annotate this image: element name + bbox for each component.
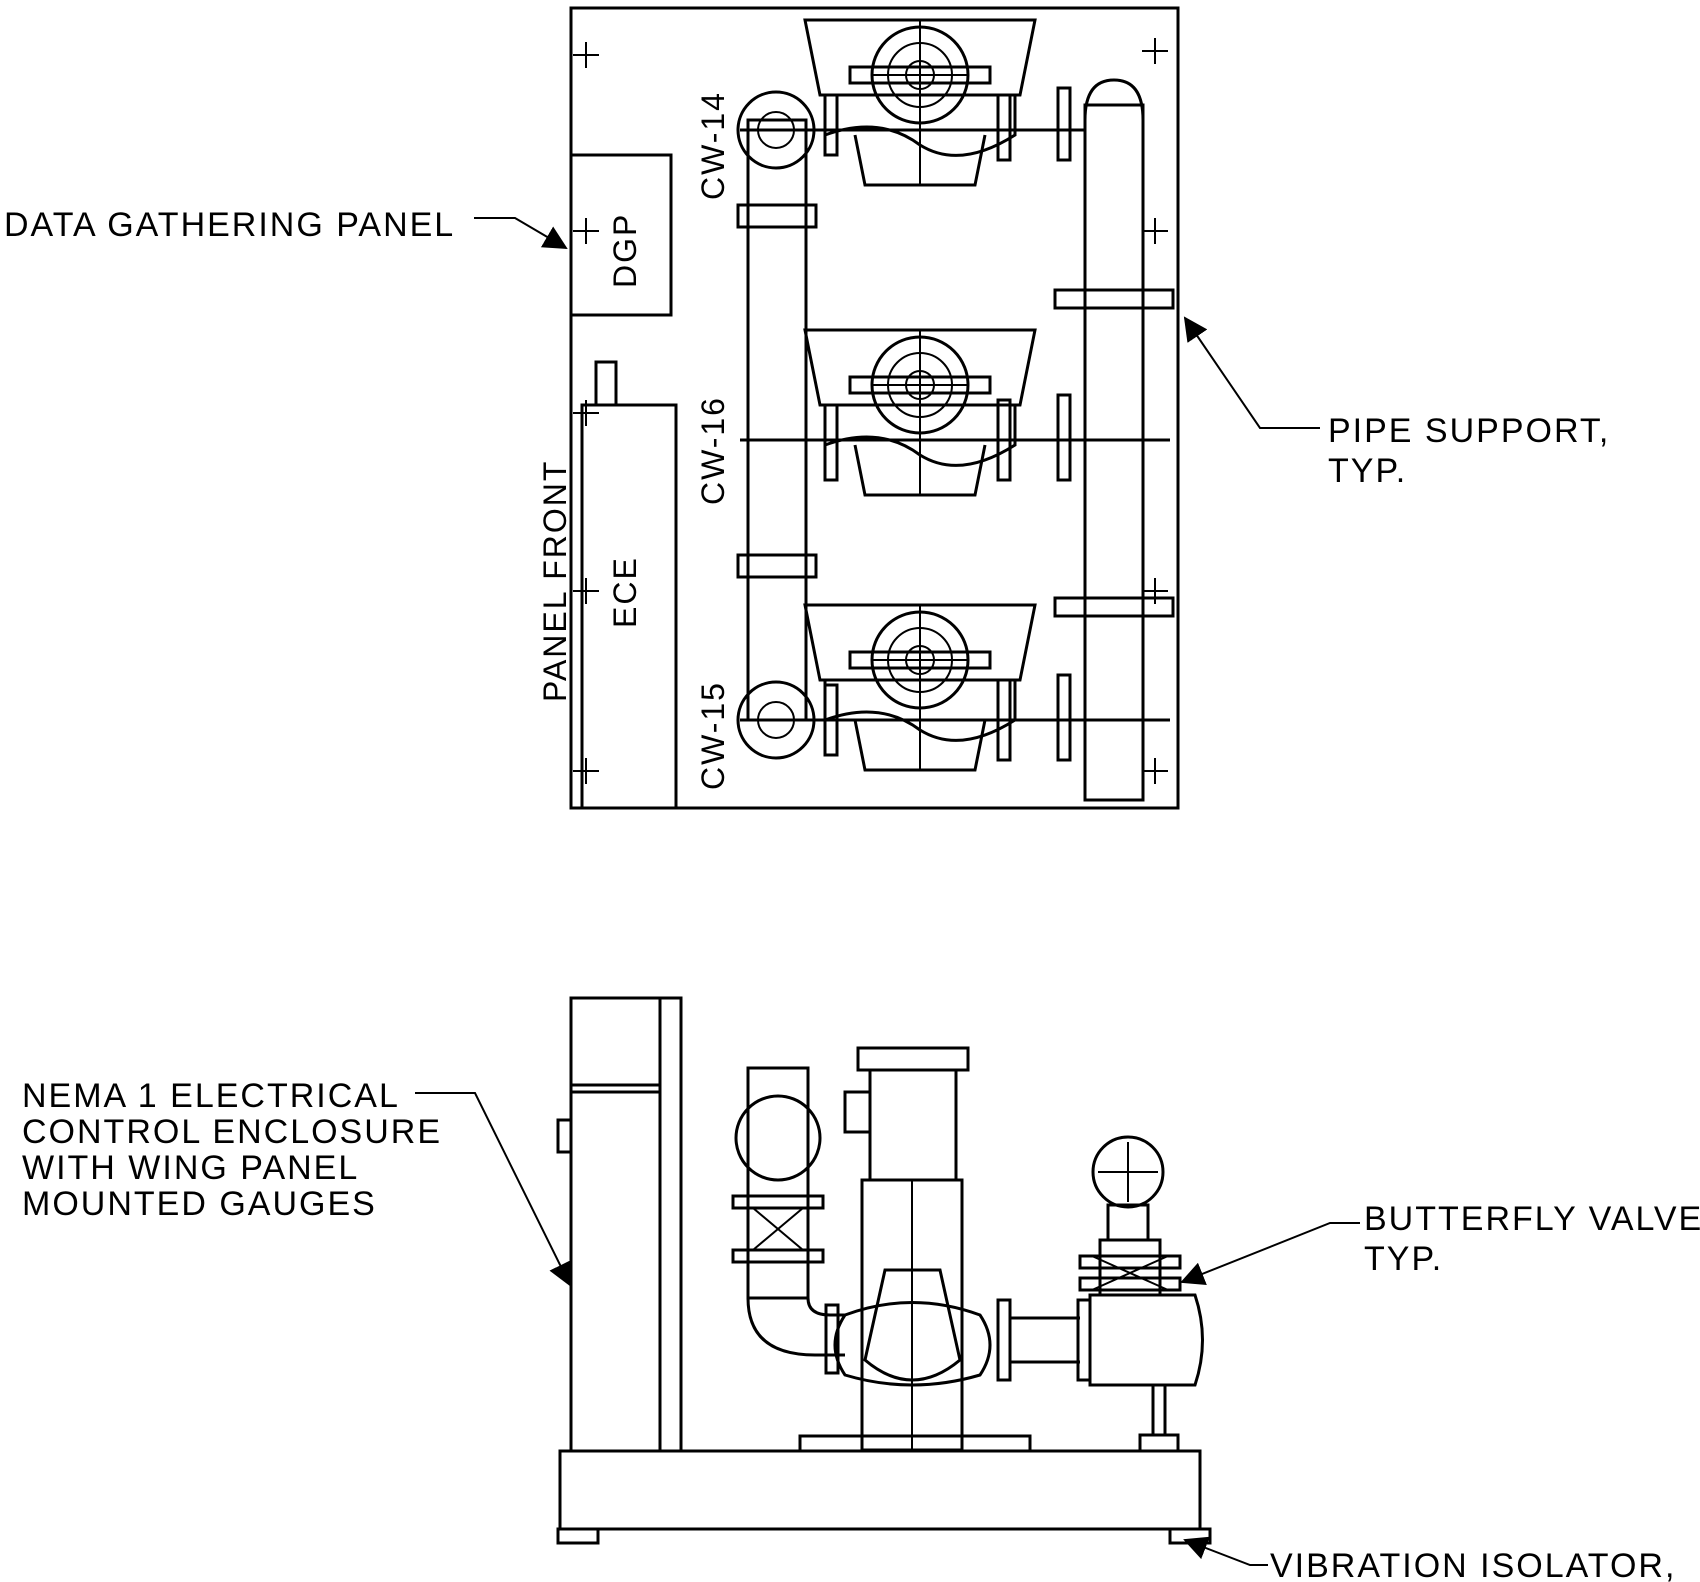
pump-cw16 — [803, 328, 1037, 497]
suction-header — [746, 118, 808, 722]
control-enclosure — [569, 996, 683, 1453]
nema-label-4: MOUNTED GAUGES — [22, 1185, 377, 1223]
nema-label-1: NEMA 1 ELECTRICAL — [22, 1077, 400, 1115]
butterfly-valve-label: BUTTERFLY VALVE, — [1364, 1200, 1700, 1238]
pipe-support-label-2: TYP. — [1328, 452, 1407, 490]
vibration-isolator-left — [556, 1527, 600, 1545]
ece-label: ECE — [607, 556, 643, 628]
pump-label-cw15: CW-15 — [695, 681, 731, 790]
pipe-support-label: PIPE SUPPORT, — [1328, 412, 1610, 450]
dgp-box — [569, 153, 673, 317]
skid-base-outline — [569, 6, 1180, 810]
skid-base — [558, 1449, 1202, 1531]
motor — [868, 1068, 958, 1182]
vibration-isolator-label: VIBRATION ISOLATOR, — [1270, 1547, 1676, 1582]
nema-label-3: WITH WING PANEL — [22, 1149, 359, 1187]
pump-label-cw16: CW-16 — [695, 396, 731, 505]
mounting-crosses — [573, 38, 1168, 784]
pump-label-cw14: CW-14 — [695, 91, 731, 200]
panel-front-label: PANEL FRONT — [537, 460, 573, 702]
pump-cw15 — [803, 603, 1037, 772]
data-gathering-panel-label: DATA GATHERING PANEL — [4, 206, 455, 244]
elevation-view: NEMA 1 ELECTRICAL CONTROL ENCLOSURE WITH… — [22, 996, 1700, 1582]
discharge-header — [1083, 103, 1145, 802]
nema-label-2: CONTROL ENCLOSURE — [22, 1113, 442, 1151]
dgp-label: DGP — [607, 213, 643, 288]
butterfly-valve-label-2: TYP. — [1364, 1240, 1443, 1278]
plan-view: DGP ECE PANEL FRONT — [4, 6, 1610, 810]
butterfly-valve-handwheel — [1091, 1135, 1165, 1209]
